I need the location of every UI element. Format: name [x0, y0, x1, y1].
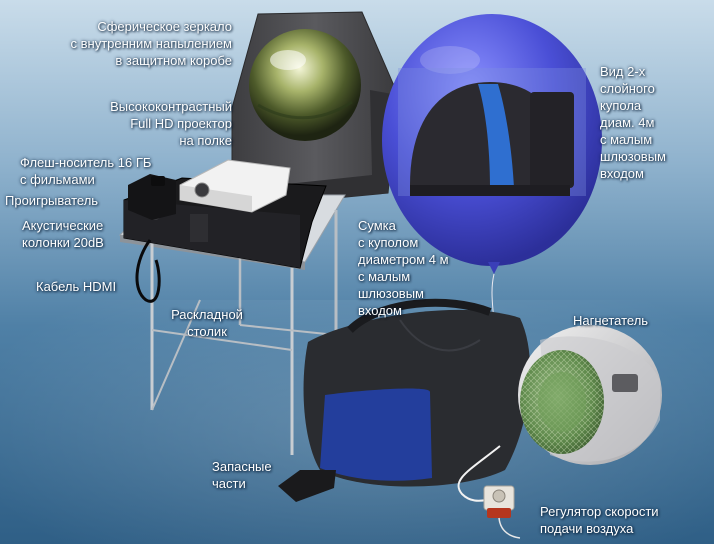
- label-line: Акустические: [22, 218, 104, 233]
- label-spares: Запасные части: [212, 458, 272, 492]
- label-line: Регулятор скорости: [540, 504, 659, 519]
- dome-bag: [303, 298, 531, 487]
- label-line: с куполом: [358, 235, 419, 250]
- label-player: Проигрыватель: [5, 193, 99, 208]
- label-line: шлюзовым: [600, 149, 666, 164]
- label-line: Высококонтрастный: [110, 99, 232, 114]
- hdmi-cable: [135, 239, 161, 303]
- label-line: колонки 20dB: [22, 235, 104, 250]
- speed-regulator: [457, 445, 521, 539]
- label-line: подачи воздуха: [540, 521, 634, 536]
- label-flash: Флеш-носитель 16 ГБ с фильмами: [20, 154, 151, 188]
- air-blower: [518, 325, 662, 465]
- label-speakers: Акустические колонки 20dB: [22, 217, 104, 251]
- media-player: [128, 174, 176, 220]
- label-line: в защитном коробе: [115, 53, 232, 68]
- label-line: с малым: [600, 132, 653, 147]
- label-projector: Высококонтрастный Full HD проектор на по…: [66, 98, 232, 149]
- label-line: купола: [600, 98, 642, 113]
- dome-stripe: [478, 84, 514, 188]
- label-line: Вид 2-х: [600, 64, 646, 79]
- label-line: с фильмами: [20, 172, 95, 187]
- label-bag: Сумка с куполом диаметром 4 м с малым шл…: [358, 217, 449, 319]
- label-line: диам. 4м: [600, 115, 655, 130]
- flash-drive: [151, 176, 165, 186]
- label-line: диаметром 4 м: [358, 252, 449, 267]
- label-line: с малым: [358, 269, 411, 284]
- dome-balloon: [382, 14, 602, 351]
- label-line: с внутренним напылением: [70, 36, 233, 51]
- label-line: столик: [187, 324, 227, 339]
- label-dome: Вид 2-х слойного купола диам. 4м с малым…: [600, 63, 666, 182]
- label-table: Раскладной столик: [162, 306, 252, 340]
- projector: [179, 159, 291, 213]
- label-line: Сумка: [358, 218, 396, 233]
- mirror-case: [231, 11, 399, 206]
- label-line: входом: [600, 166, 644, 181]
- label-line: Раскладной: [171, 307, 243, 322]
- label-line: шлюзовым: [358, 286, 424, 301]
- label-hdmi: Кабель HDMI: [36, 279, 117, 294]
- label-line: Сферическое зеркало: [97, 19, 232, 34]
- label-line: части: [212, 476, 246, 491]
- label-line: Запасные: [212, 459, 272, 474]
- label-line: входом: [358, 303, 402, 318]
- label-blower: Нагнетатель: [573, 313, 649, 328]
- label-line: Full HD проектор: [130, 116, 232, 131]
- label-line: Флеш-носитель 16 ГБ: [20, 155, 152, 170]
- label-mirror: Сферическое зеркало с внутренним напылен…: [62, 18, 233, 69]
- label-line: слойного: [600, 81, 655, 96]
- spare-parts: [278, 470, 336, 502]
- spherical-mirror: [249, 29, 361, 141]
- label-regulator: Регулятор скорости подачи воздуха: [540, 503, 659, 537]
- label-line: на полке: [179, 133, 232, 148]
